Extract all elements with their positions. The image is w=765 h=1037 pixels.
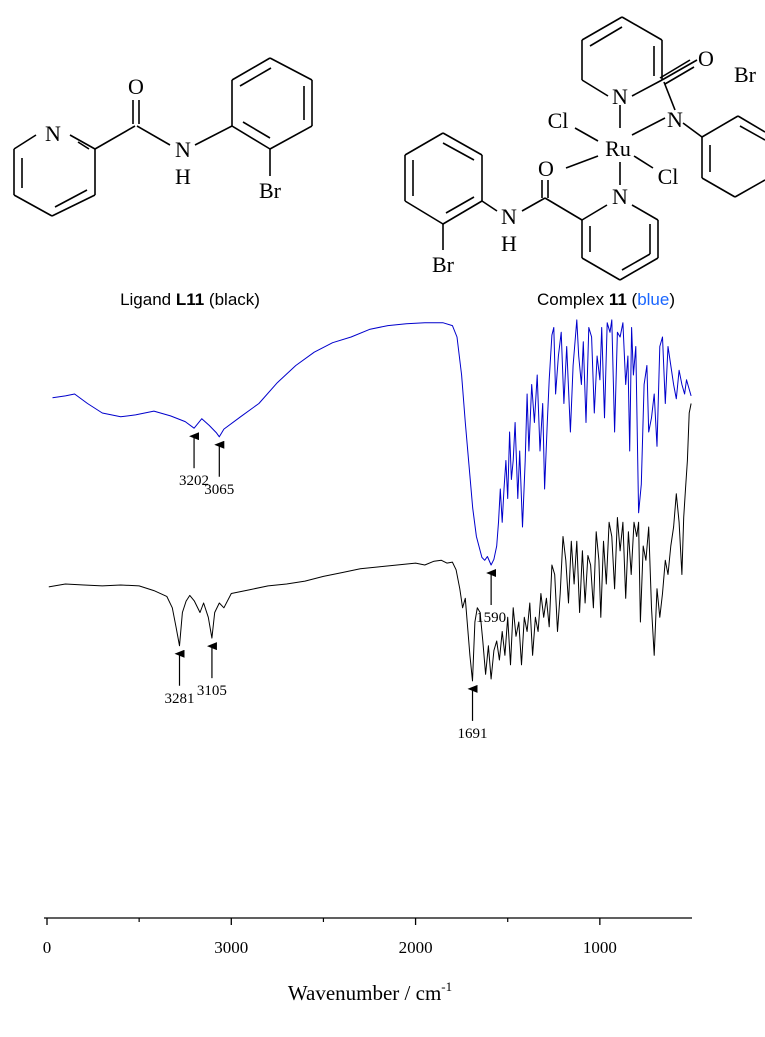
ligand-caption: Ligand L11 (black) xyxy=(120,290,260,309)
atom-br-bottom: Br xyxy=(432,252,455,277)
x-axis: 0 3000 2000 1000 xyxy=(43,917,692,957)
atom-cl-right: Cl xyxy=(658,164,679,189)
complex-structure xyxy=(404,16,765,281)
atom-n-pyridine: N xyxy=(45,121,61,146)
series-line-complex xyxy=(52,319,692,566)
atom-o: O xyxy=(128,74,144,99)
x-tick-label-0: 0 xyxy=(43,938,52,957)
x-tick-label-3000: 3000 xyxy=(214,938,248,957)
atom-br-top: Br xyxy=(734,62,757,87)
peak-label-1590: 1590 xyxy=(476,610,506,626)
x-axis-label: Wavenumber / cm-1 xyxy=(288,979,452,1005)
peak-label-3105: 3105 xyxy=(197,683,227,699)
atom-o-bottom: O xyxy=(538,156,554,181)
atom-o-top: O xyxy=(698,46,714,71)
atom-n-top-pyridine: N xyxy=(612,84,628,109)
peak-label-3202: 3202 xyxy=(179,473,209,489)
peak-label-1691: 1691 xyxy=(458,726,488,742)
x-tick-label-1000: 1000 xyxy=(583,938,617,957)
ligand-atom-labels: N O N H Br xyxy=(45,74,282,203)
series-line-ligand xyxy=(48,403,692,682)
atom-br: Br xyxy=(259,178,282,203)
x-tick-label-2000: 2000 xyxy=(399,938,433,957)
atom-n-bottom-amide: N xyxy=(501,204,517,229)
atom-cl-left: Cl xyxy=(548,108,569,133)
atom-h-complex: H xyxy=(501,231,517,256)
peak-label-3281: 3281 xyxy=(165,691,195,707)
complex-caption: Complex 11 (blue) xyxy=(537,290,675,309)
atom-n-bottom-pyridine: N xyxy=(612,184,628,209)
complex-atom-labels: N O N Br Cl Ru Cl O N N H Br xyxy=(432,46,757,277)
atom-n-top-amide: N xyxy=(667,107,683,132)
series-layer xyxy=(48,319,692,682)
ligand-structure xyxy=(13,57,313,217)
peak-label-3065: 3065 xyxy=(204,482,234,498)
atom-n-amide: N xyxy=(175,137,191,162)
atom-ru: Ru xyxy=(605,136,631,161)
atom-h: H xyxy=(175,164,191,189)
